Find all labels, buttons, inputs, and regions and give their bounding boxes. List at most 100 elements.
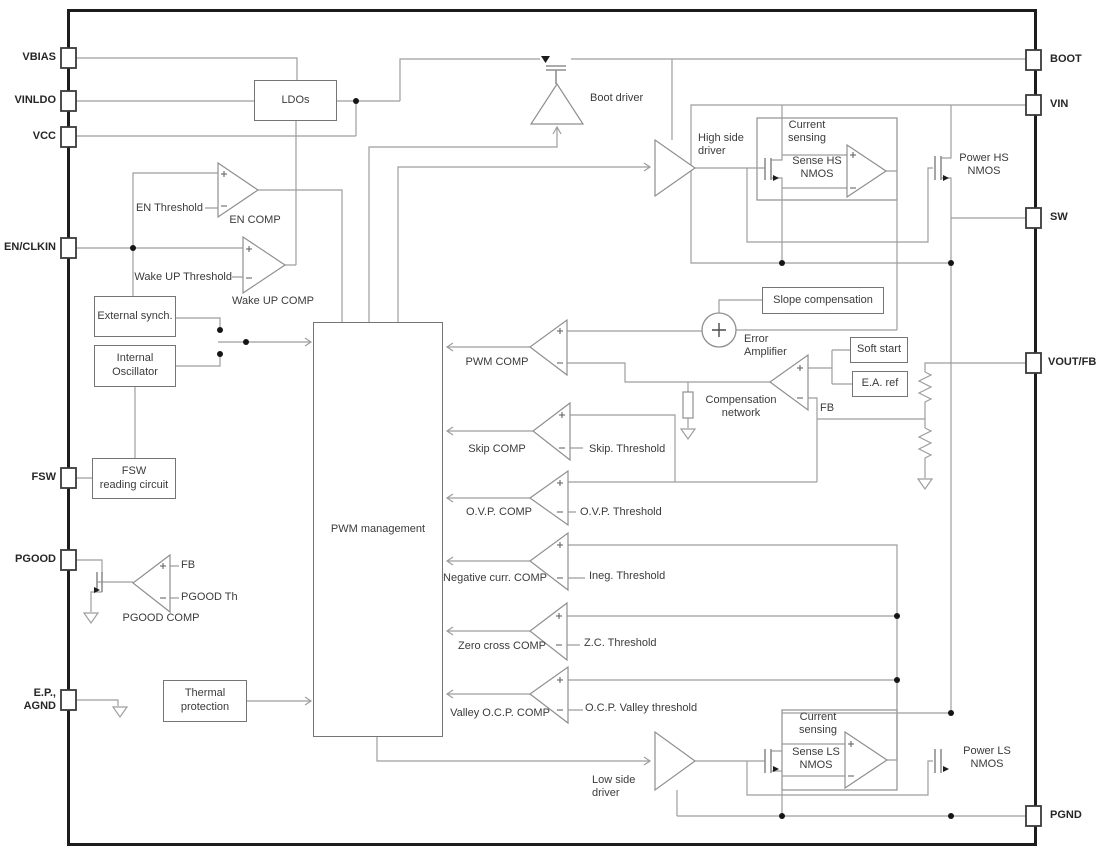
- ground-icon: [82, 612, 100, 625]
- wires-power-stage: [376, 104, 1026, 817]
- pin-vbias: [60, 47, 77, 69]
- arrowheads: [304, 125, 652, 766]
- low-side-driver-triangle: [654, 730, 697, 792]
- ls-power-arrow-icon: [943, 766, 949, 772]
- zc-threshold-label: Z.C. Threshold: [584, 637, 657, 649]
- boot-fet-arrow-icon: [541, 56, 550, 63]
- compensation-resistor: [682, 391, 694, 419]
- wakeup-comp-triangle: [242, 235, 287, 295]
- pgood-fet-arrow-icon: [94, 587, 100, 593]
- pin-label-en-clkin: EN/CLKIN: [4, 241, 56, 253]
- valley-ocp-comp-triangle: [528, 665, 569, 725]
- boot-driver-triangle: [529, 82, 585, 125]
- current-sensing-boxes: [756, 117, 898, 791]
- pin-label-vout-fb: VOUT/FB: [1048, 356, 1097, 368]
- pin-label-pgood: PGOOD: [15, 553, 56, 565]
- wires-top-left: [76, 57, 1026, 706]
- soft-start-block: Soft start: [850, 337, 908, 363]
- fsw-reading-block: FSW reading circuit: [92, 458, 176, 499]
- sense-ls-nmos-label: Sense LS NMOS: [792, 746, 840, 772]
- chip-boundary: [67, 9, 1037, 846]
- pin-label-pgnd: PGND: [1050, 809, 1082, 821]
- pin-pgood: [60, 549, 77, 571]
- high-side-driver-triangle: [654, 138, 697, 198]
- hs-current-sensing-box: [756, 117, 898, 201]
- pin-boot: [1025, 49, 1042, 71]
- ldos-block: LDOs: [254, 80, 337, 121]
- mosfet-bars: [96, 65, 942, 773]
- pin-label-vbias: VBIAS: [22, 51, 56, 63]
- hs-sense-comparator-triangle: [846, 143, 888, 199]
- skip-comp-label: Skip COMP: [468, 443, 526, 455]
- pwm-comp-triangle: [528, 318, 568, 377]
- mosfet-arrows: [94, 56, 949, 772]
- sense-hs-nmos-label: Sense HS NMOS: [792, 155, 842, 181]
- en-comp-label: EN COMP: [229, 214, 281, 226]
- skip-threshold-label: Skip. Threshold: [589, 443, 666, 455]
- power-hs-nmos-label: Power HS NMOS: [959, 152, 1009, 178]
- junction-dots: [130, 98, 954, 819]
- hs-sense-arrow-icon: [773, 175, 779, 181]
- external-synch-block: External synch.: [94, 296, 176, 337]
- pgood-comp-triangle: [132, 553, 171, 614]
- triangles: [132, 82, 889, 792]
- pin-pgnd: [1025, 805, 1042, 827]
- ovp-threshold-label: O.V.P. Threshold: [580, 506, 662, 518]
- pin-vout-fb: [1025, 352, 1042, 374]
- hs-power-arrow-icon: [943, 175, 949, 181]
- error-amplifier-triangle: [768, 353, 809, 412]
- fb-label: FB: [820, 402, 835, 414]
- thermal-protection-block: Thermal protection: [163, 680, 247, 722]
- neg-curr-comp-triangle: [528, 531, 569, 592]
- hs-current-sensing-label: Current sensing: [788, 119, 826, 145]
- neg-curr-comp-label: Negative curr. COMP: [443, 572, 547, 584]
- ineg-threshold-label: Ineg. Threshold: [589, 570, 666, 582]
- pin-sw: [1025, 207, 1042, 229]
- plus-icon: [712, 323, 726, 337]
- pin-label-boot: BOOT: [1050, 53, 1082, 65]
- ground-icon: [111, 706, 129, 719]
- pin-label-sw: SW: [1050, 211, 1068, 223]
- pin-vcc: [60, 126, 77, 148]
- internal-oscillator-block: Internal Oscillator: [94, 345, 176, 387]
- pgood-fb-label: FB: [181, 559, 196, 571]
- ground-icon: [916, 478, 934, 491]
- valley-ocp-comp-label: Valley O.C.P. COMP: [450, 707, 550, 719]
- ls-current-sensing-label: Current sensing: [799, 711, 837, 737]
- high-side-driver-label: High side driver: [698, 132, 744, 158]
- pin-label-vin: VIN: [1050, 98, 1069, 110]
- summing-node: [701, 312, 737, 348]
- pin-ep-agnd: [60, 689, 77, 711]
- slope-compensation-block: Slope compensation: [762, 287, 884, 314]
- skip-comp-triangle: [532, 401, 571, 462]
- pgood-comp-label: PGOOD COMP: [122, 612, 200, 624]
- feedback-resistor-top: [917, 371, 933, 405]
- error-amplifier-label: Error Amplifier: [744, 333, 787, 359]
- polarity-marks: [160, 152, 856, 777]
- power-ls-nmos-label: Power LS NMOS: [963, 745, 1011, 771]
- compensation-network-label: Compensation network: [705, 394, 777, 420]
- pin-label-ep-agnd: E.P., AGND: [23, 687, 56, 713]
- en-comp-triangle: [217, 161, 260, 219]
- zero-cross-comp-label: Zero cross COMP: [457, 640, 546, 652]
- low-side-driver-label: Low side driver: [592, 774, 636, 800]
- pin-vin: [1025, 94, 1042, 116]
- ea-ref-block: E.A. ref: [852, 371, 908, 397]
- ls-sense-comparator-triangle: [844, 730, 889, 790]
- pin-label-vinldo: VINLDO: [14, 94, 56, 106]
- wires-comparators: [447, 170, 925, 760]
- pin-pads: [60, 47, 1042, 827]
- pin-fsw: [60, 467, 77, 489]
- pin-vinldo: [60, 90, 77, 112]
- feedback-resistor-bottom: [917, 427, 933, 461]
- ocp-valley-threshold-label: O.C.P. Valley threshold: [585, 702, 698, 714]
- pwm-management-block: PWM management: [313, 322, 443, 737]
- ovp-comp-label: O.V.P. COMP: [465, 506, 533, 518]
- en-threshold-label: EN Threshold: [135, 202, 203, 214]
- pgood-th-label: PGOOD Th: [181, 591, 238, 603]
- pin-label-vcc: VCC: [32, 130, 56, 142]
- boot-driver-label: Boot driver: [590, 92, 644, 104]
- ground-symbols: [82, 428, 934, 719]
